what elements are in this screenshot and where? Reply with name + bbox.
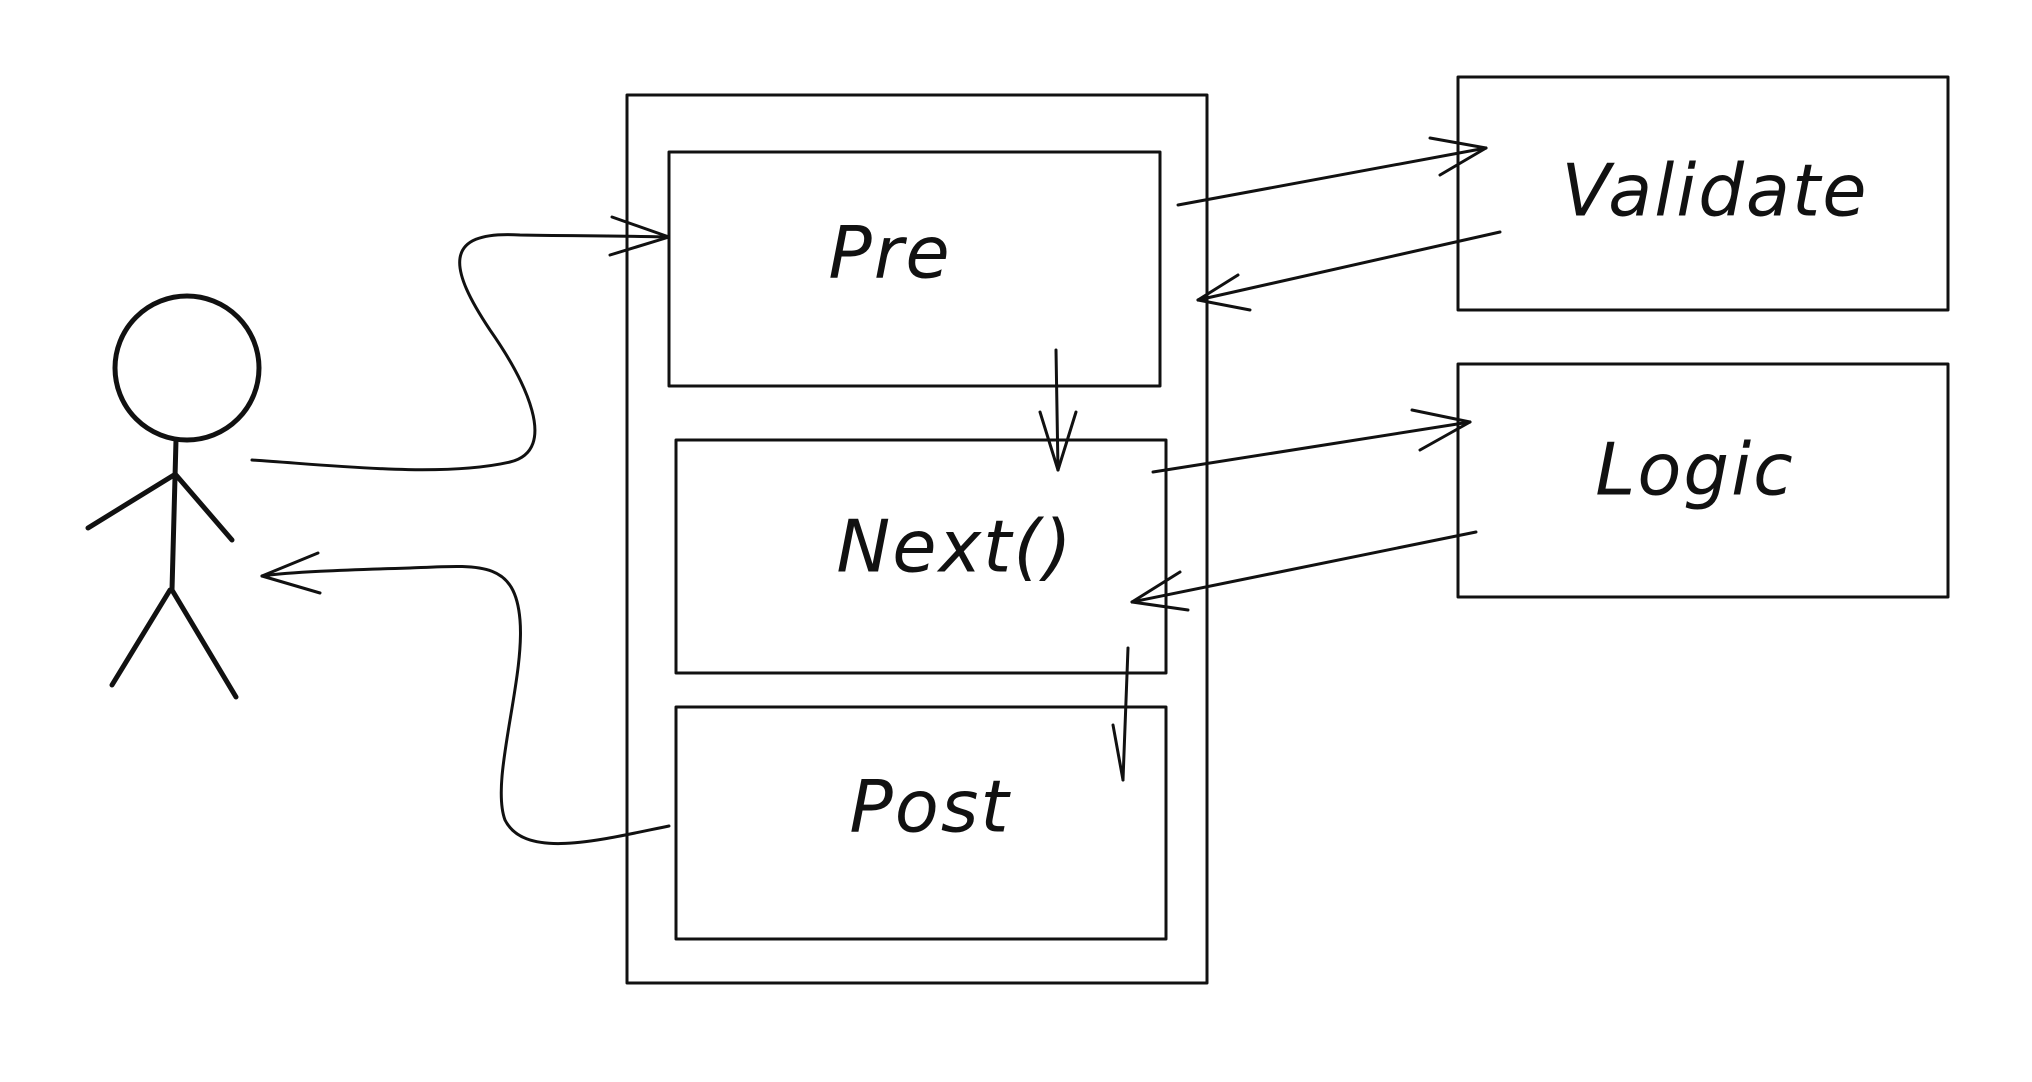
- validate-label: Validate: [1561, 149, 1868, 233]
- arrow-next-to-logic: [1151, 408, 1472, 474]
- logic-box: Logic: [1456, 362, 1950, 599]
- next-label: Next(): [836, 505, 1073, 589]
- arrow-validate-to-pre: [1196, 230, 1502, 312]
- pre-box: Pre: [667, 150, 1162, 388]
- pre-label: Pre: [828, 211, 951, 295]
- user-stick-figure-icon: [85, 293, 262, 700]
- arrow-pre-to-next: [1038, 348, 1078, 472]
- arrow-post-to-user: [260, 551, 671, 846]
- next-box: Next(): [674, 438, 1168, 675]
- arrow-next-to-post: [1111, 646, 1130, 782]
- logic-label: Logic: [1595, 428, 1794, 512]
- post-box: Post: [674, 705, 1168, 941]
- arrow-pre-to-validate: [1176, 136, 1488, 207]
- post-label: Post: [849, 765, 1011, 849]
- middleware-container: [625, 93, 1209, 985]
- arrow-logic-to-next: [1130, 530, 1478, 612]
- arrow-user-to-pre: [250, 215, 671, 472]
- validate-box: Validate: [1456, 75, 1950, 312]
